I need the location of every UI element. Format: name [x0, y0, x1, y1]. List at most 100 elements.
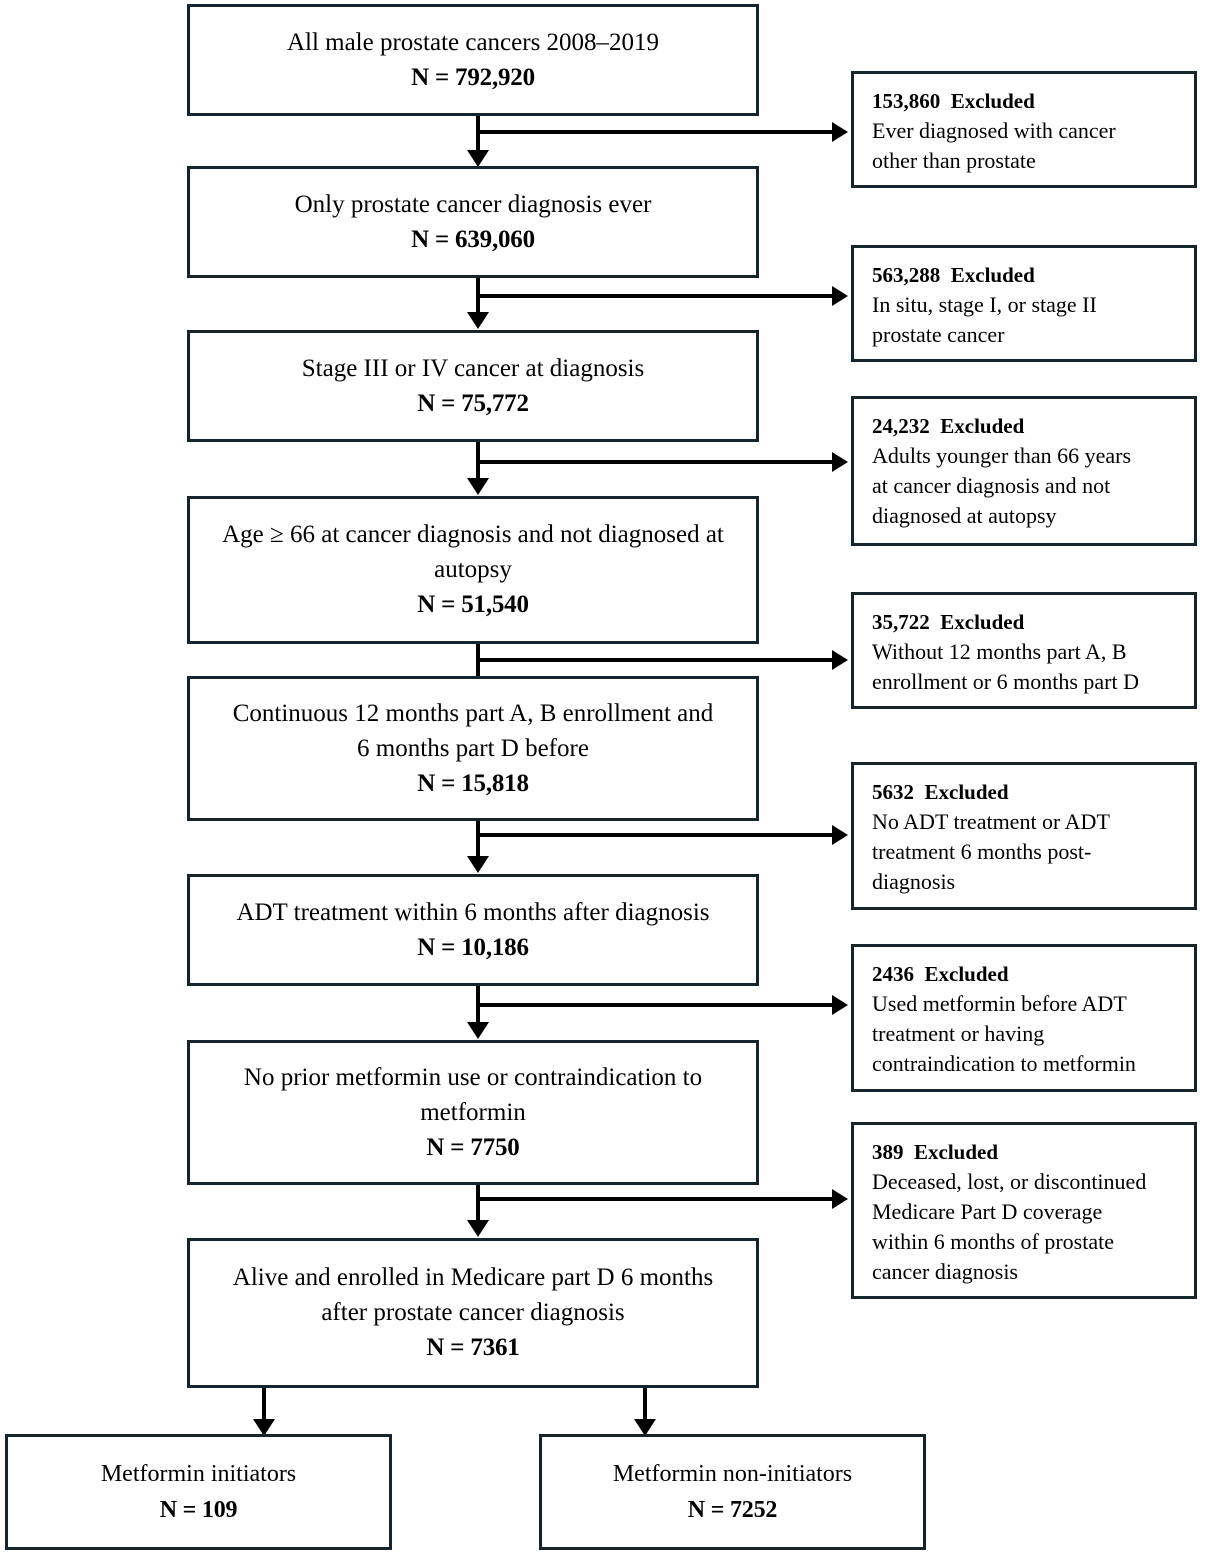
exclusion-reason-line: In situ, stage I, or stage II [872, 292, 1097, 317]
terminal-box-count: N = 109 [159, 1496, 238, 1523]
connector-arrow-down-right-terminal [634, 1419, 656, 1436]
main-box-stage-iii-or-iv: Stage III or IV cancer at diagnosis N = … [187, 330, 759, 442]
exclusion-box-excluded-deceased-lost: 389 Excluded Deceased, lost, or disconti… [851, 1122, 1197, 1299]
exclusion-reason-line: No ADT treatment or ADT [872, 809, 1110, 834]
connector-arrow-right-7 [832, 1189, 848, 1209]
exclusion-keyword: Excluded [940, 414, 1025, 438]
exclusion-heading: 153,860 Excluded [872, 86, 1180, 116]
exclusion-reason-line: treatment 6 months post- [872, 839, 1092, 864]
exclusion-count: 24,232 [872, 414, 930, 438]
main-box-line: No prior metformin use or contraindicati… [243, 1063, 703, 1091]
exclusion-heading: 5632 Excluded [872, 777, 1180, 807]
main-box-alive-and-enrolled: Alive and enrolled in Medicare part D 6 … [187, 1238, 759, 1388]
exclusion-count: 2436 [872, 962, 914, 986]
exclusion-reason-line: within 6 months of prostate [872, 1229, 1114, 1254]
exclusion-keyword: Excluded [950, 263, 1035, 287]
main-box-line: ADT treatment within 6 months after diag… [236, 898, 710, 926]
main-box-line: 6 months part D before [357, 734, 589, 762]
exclusion-keyword: Excluded [940, 610, 1025, 634]
exclusion-box-excluded-prior-metformin: 2436 Excluded Used metformin before ADT … [851, 944, 1197, 1092]
connector-arrow-down-6 [467, 1022, 489, 1039]
main-box-count: N = 792,920 [411, 63, 535, 91]
exclusion-reason-line: diagnosis [872, 869, 956, 894]
connector-arrow-right-4 [832, 650, 848, 670]
exclusion-reason-line: Without 12 months part A, B [872, 639, 1127, 664]
connector-vline-7 [476, 1185, 480, 1233]
main-box-count: N = 10,186 [417, 933, 529, 961]
exclusion-box-excluded-no-adt: 5632 Excluded No ADT treatment or ADT tr… [851, 762, 1197, 910]
connector-vline-1 [476, 116, 480, 162]
exclusion-count: 153,860 [872, 89, 941, 113]
exclusion-heading: 35,722 Excluded [872, 607, 1180, 637]
exclusion-count: 389 [872, 1140, 904, 1164]
connector-vline-left-terminal [262, 1388, 266, 1432]
connector-arrow-down-5 [467, 856, 489, 873]
main-box-count: N = 51,540 [417, 591, 529, 618]
exclusion-heading: 2436 Excluded [872, 959, 1180, 989]
connector-arrow-right-1 [832, 122, 848, 142]
connector-vline-right-terminal [643, 1388, 647, 1432]
exclusion-reason-line: Deceased, lost, or discontinued [872, 1169, 1147, 1194]
exclusion-reason-line: contraindication to metformin [872, 1051, 1136, 1076]
exclusion-heading: 389 Excluded [872, 1137, 1180, 1167]
main-box-all-male-prostate-cancers: All male prostate cancers 2008–2019 N = … [187, 4, 759, 116]
connector-arrow-right-6 [832, 995, 848, 1015]
exclusion-reason-line: cancer diagnosis [872, 1259, 1018, 1284]
exclusion-reason-line: Adults younger than 66 years [872, 443, 1132, 468]
exclusion-reason-line: diagnosed at autopsy [872, 503, 1057, 528]
connector-arrow-down-7 [467, 1220, 489, 1237]
connector-vline-2 [476, 278, 480, 324]
connector-arrow-down-1 [467, 150, 489, 167]
exclusion-heading: 24,232 Excluded [872, 411, 1180, 441]
connector-hline-6 [478, 1003, 833, 1007]
main-box-line: All male prostate cancers 2008–2019 [286, 28, 660, 56]
main-box-count: N = 15,818 [417, 769, 529, 797]
connector-hline-1 [478, 130, 833, 134]
exclusion-reason-line: treatment or having [872, 1021, 1045, 1046]
connector-vline-5 [476, 821, 480, 869]
main-box-line: Only prostate cancer diagnosis ever [294, 190, 652, 218]
terminal-box-line: Metformin non-initiators [612, 1460, 853, 1487]
exclusion-keyword: Excluded [924, 780, 1009, 804]
connector-arrow-right-2 [832, 286, 848, 306]
connector-hline-7 [478, 1197, 833, 1201]
main-box-line: Age ≥ 66 at cancer diagnosis and not dia… [222, 521, 724, 548]
main-box-line: Alive and enrolled in Medicare part D 6 … [232, 1264, 714, 1291]
terminal-box-metformin-non-initiators: Metformin non-initiators N = 7252 [539, 1434, 926, 1550]
exclusion-keyword: Excluded [924, 962, 1009, 986]
exclusion-reason-line: Ever diagnosed with cancer [872, 118, 1116, 143]
connector-arrow-right-3 [832, 452, 848, 472]
main-box-continuous-enrollment: Continuous 12 months part A, B enrollmen… [187, 676, 759, 821]
connector-vline-3 [476, 442, 480, 490]
connector-arrow-down-2 [467, 312, 489, 329]
main-box-only-prostate-cancer-diagnosis-ever: Only prostate cancer diagnosis ever N = … [187, 166, 759, 278]
connector-hline-5 [478, 833, 833, 837]
main-box-count: N = 7361 [426, 1334, 520, 1361]
main-box-count: N = 7750 [426, 1133, 520, 1161]
main-box-count: N = 639,060 [411, 225, 535, 253]
connector-hline-3 [478, 460, 833, 464]
main-box-line: Continuous 12 months part A, B enrollmen… [232, 699, 714, 727]
main-box-line: after prostate cancer diagnosis [321, 1299, 625, 1326]
exclusion-count: 5632 [872, 780, 914, 804]
terminal-box-line: Metformin initiators [100, 1460, 297, 1487]
connector-hline-4 [478, 658, 833, 662]
exclusion-heading: 563,288 Excluded [872, 260, 1180, 290]
exclusion-reason-line: other than prostate [872, 148, 1036, 173]
exclusion-reason-line: at cancer diagnosis and not [872, 473, 1111, 498]
main-box-line: autopsy [434, 556, 512, 583]
connector-hline-2 [478, 294, 833, 298]
exclusion-box-excluded-other-cancer: 153,860 Excluded Ever diagnosed with can… [851, 71, 1197, 188]
exclusion-keyword: Excluded [950, 89, 1035, 113]
connector-arrow-right-5 [832, 825, 848, 845]
main-box-age-66-and-not-autopsy: Age ≥ 66 at cancer diagnosis and not dia… [187, 496, 759, 644]
exclusion-box-excluded-younger-than-66: 24,232 Excluded Adults younger than 66 y… [851, 396, 1197, 546]
exclusion-reason-line: prostate cancer [872, 322, 1005, 347]
connector-vline-4 [476, 644, 480, 690]
terminal-box-count: N = 7252 [687, 1496, 778, 1523]
main-box-line: metformin [420, 1098, 526, 1126]
main-box-count: N = 75,772 [417, 389, 529, 417]
connector-vline-6 [476, 986, 480, 1034]
main-box-no-prior-metformin: No prior metformin use or contraindicati… [187, 1040, 759, 1185]
